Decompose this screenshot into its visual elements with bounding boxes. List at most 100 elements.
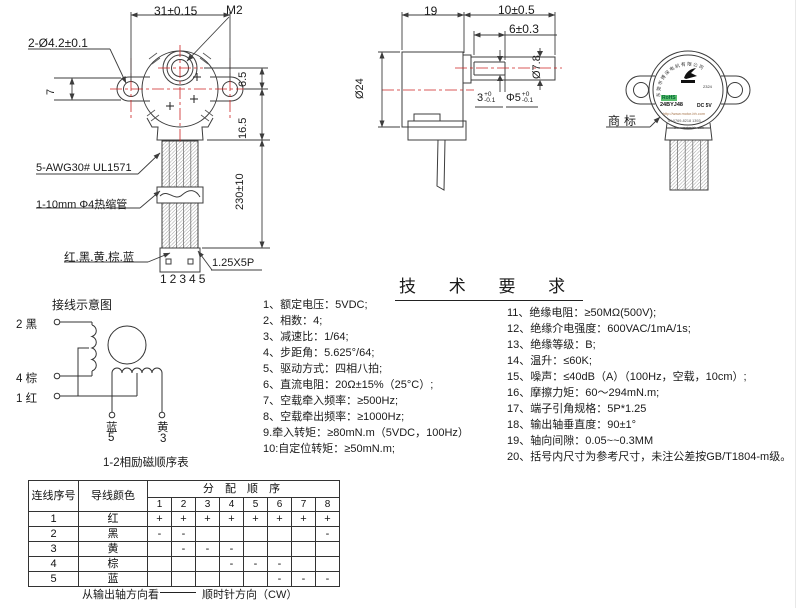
wire-no: 4 bbox=[28, 556, 79, 572]
trademark-label: 商标 bbox=[608, 114, 641, 128]
dim-flat-tolerance: 3 +0-0.1 bbox=[477, 91, 496, 104]
tech-item: 11、绝缘电阻：≥50MΩ(500V); bbox=[507, 307, 657, 319]
dim-body-label: 16.5 bbox=[237, 117, 249, 139]
sequence-table: 连线序号 导线颜色 分 配 顺 序 1 2 3 4 5 6 7 8 1 红 + … bbox=[28, 480, 340, 587]
tech-requirements-title: 技 术 要 求 bbox=[395, 272, 584, 301]
screw-marks bbox=[166, 73, 201, 110]
table-row: 4 棕 - - - bbox=[28, 556, 340, 572]
seq-cell: - bbox=[195, 541, 220, 557]
seq-cell: + bbox=[147, 511, 172, 527]
dim-lead-length-label: 230±10 bbox=[234, 173, 246, 210]
front-dimensions bbox=[28, 12, 270, 271]
label-body-inner bbox=[652, 54, 724, 126]
seq-cell: + bbox=[219, 511, 244, 527]
terminal-4-label: 4 棕 bbox=[16, 373, 38, 385]
crimp-tabs bbox=[146, 52, 214, 122]
dim-shaft-len-label: 10±0.5 bbox=[498, 3, 535, 17]
label-right-hole bbox=[727, 82, 743, 98]
seq-cell: + bbox=[315, 511, 340, 527]
side-view bbox=[401, 51, 556, 191]
seq-cell: + bbox=[267, 511, 292, 527]
model-number: 24BYJ48 bbox=[660, 102, 683, 108]
terminal-5-color-label: 蓝 bbox=[106, 422, 118, 434]
seq-cell: + bbox=[171, 511, 196, 527]
wire-color: 黑 bbox=[78, 526, 148, 542]
seq-cell: - bbox=[267, 556, 292, 572]
label-code: 2324 bbox=[703, 84, 712, 89]
label-right-ear bbox=[721, 75, 751, 105]
tech-item: 12、绝缘介电强度：600VAC/1mA/1s; bbox=[507, 323, 691, 335]
dim-flat-len-label: 6±0.3 bbox=[509, 22, 539, 36]
dim-shaft-dia-tolerance: Φ5 +0-0.1 bbox=[506, 91, 534, 104]
seq-cell: - bbox=[147, 526, 172, 542]
connector-housing bbox=[159, 247, 201, 273]
seq-cell bbox=[267, 526, 292, 542]
tech-item: 17、端子引角规格：5P*1.25 bbox=[507, 403, 647, 415]
tech-item: 7、空载牵入频率：≥500Hz; bbox=[263, 395, 399, 407]
seq-cell bbox=[267, 541, 292, 557]
tech-list-left: 1、额定电压：5VDC; 2、相数：4; 3、减速比：1/64; 4、步距角：5… bbox=[263, 297, 469, 457]
seq-cell bbox=[171, 556, 196, 572]
seq-cell bbox=[195, 526, 220, 542]
terminal-3-num-label: 3 bbox=[160, 433, 167, 445]
tech-item: 13、绝缘等级：B; bbox=[507, 339, 596, 351]
seq-cell bbox=[243, 571, 268, 587]
motor-body-side bbox=[401, 51, 464, 128]
note-dash bbox=[160, 592, 196, 593]
side-lead-wire bbox=[436, 139, 446, 191]
label-ribbon bbox=[669, 139, 709, 191]
header-sequence: 分 配 顺 序 bbox=[147, 480, 340, 498]
heat-shrink-band bbox=[156, 186, 204, 204]
terminal-3-color-label: 黄 bbox=[157, 422, 169, 434]
seq-cell bbox=[195, 571, 220, 587]
note-view-direction: 从输出轴方向看 bbox=[82, 589, 159, 601]
bearing-boss bbox=[462, 54, 472, 84]
seq-cell bbox=[219, 571, 244, 587]
wire-color: 棕 bbox=[78, 556, 148, 572]
terminal-3 bbox=[158, 411, 166, 419]
plate-step bbox=[413, 113, 441, 122]
seq-cell: - bbox=[315, 526, 340, 542]
dim-width-label: 31±0.15 bbox=[154, 4, 198, 18]
seq-cell: + bbox=[243, 511, 268, 527]
mounting-holes-label: 2-Ø4.2±0.1 bbox=[28, 36, 88, 50]
step-col: 8 bbox=[315, 497, 340, 512]
dim-body-len-label: 19 bbox=[424, 4, 438, 18]
shaft-flat bbox=[473, 61, 506, 76]
wire-color: 蓝 bbox=[78, 571, 148, 587]
sleeve-spec-label: 1-10mm Φ4热缩管 bbox=[36, 199, 128, 211]
seq-cell bbox=[291, 541, 316, 557]
label-tel: Tel:0769-8218 1393 bbox=[667, 119, 701, 123]
seq-cell bbox=[147, 556, 172, 572]
seq-cell: - bbox=[219, 556, 244, 572]
tech-item: 1、额定电压：5VDC; bbox=[263, 299, 368, 311]
screw-label: M2 bbox=[226, 3, 243, 17]
tech-item: 5、驱动方式：四相八拍; bbox=[263, 363, 383, 375]
tech-item: 14、温升：≤60K; bbox=[507, 355, 592, 367]
note-rotation-direction: 顺时针方向（CW） bbox=[202, 589, 298, 601]
seq-cell bbox=[315, 541, 340, 557]
bird-logo bbox=[684, 68, 697, 79]
wire-no: 3 bbox=[28, 541, 79, 557]
tech-item: 4、步距角：5.625°/64; bbox=[263, 347, 375, 359]
dim-ear-label: 7 bbox=[45, 88, 57, 95]
step-col: 7 bbox=[291, 497, 316, 512]
side-centerlines bbox=[382, 67, 562, 91]
step-col: 1 bbox=[147, 497, 172, 512]
label-url: http://www.motor-bh.com bbox=[663, 112, 705, 116]
tech-item: 3、减速比：1/64; bbox=[263, 331, 349, 343]
table-row: 3 黄 - - - bbox=[28, 541, 340, 557]
terminal-4 bbox=[53, 372, 61, 380]
seq-cell bbox=[147, 571, 172, 587]
seq-cell: - bbox=[171, 541, 196, 557]
tech-item: 20、括号内尺寸为参考尺寸，未注公差按GB/T1804-m级。 bbox=[507, 451, 792, 463]
pin-numbers-label: 12345 bbox=[160, 272, 209, 286]
connector-latch-left bbox=[165, 258, 172, 265]
header-wire-color: 导线颜色 bbox=[78, 480, 148, 512]
terminal-1-label: 1 红 bbox=[16, 393, 38, 405]
label-site: www.motor-bh.com bbox=[674, 126, 704, 130]
terminal-1 bbox=[53, 392, 61, 400]
table-header-row: 连线序号 导线颜色 分 配 顺 序 bbox=[28, 480, 340, 512]
sequence-table-title: 1-2相励磁顺序表 bbox=[103, 457, 189, 469]
